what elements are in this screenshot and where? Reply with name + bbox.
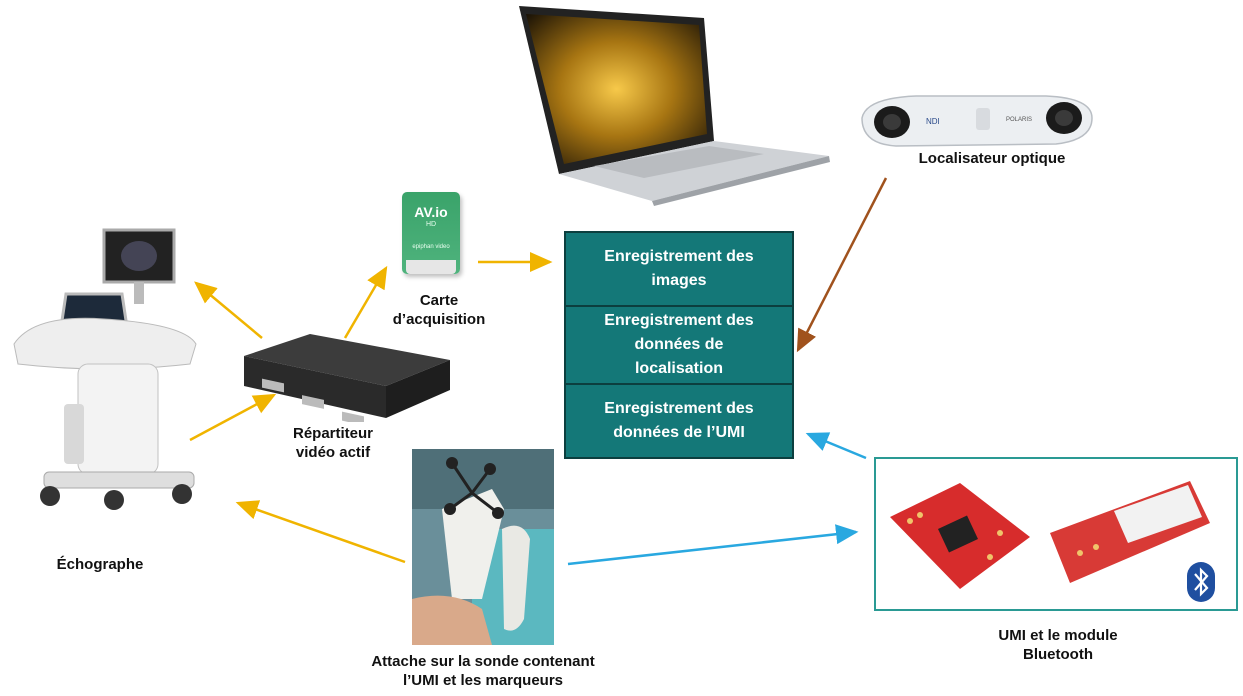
recording-loc-line3: localisation xyxy=(634,360,723,377)
arrow-attache-to-echo xyxy=(235,500,406,564)
video-splitter-icon xyxy=(244,334,450,422)
repartiteur-label-line2: vidéo actif xyxy=(295,444,371,461)
carte-label: Carte d’acquisition xyxy=(384,291,494,329)
recording-images-box: Enregistrement des images xyxy=(564,231,794,307)
recording-loc-line2: données de xyxy=(634,336,724,353)
umi-label-line2: Bluetooth xyxy=(1023,646,1093,663)
arrow-splitter-to-monitor xyxy=(194,281,263,339)
recording-loc-line1: Enregistrement des xyxy=(604,312,754,329)
localisateur-label: Localisateur optique xyxy=(918,150,1066,167)
card-logo-text: AV.io xyxy=(414,204,448,220)
echographe-label: Échographe xyxy=(56,556,144,573)
ultrasound-machine-icon xyxy=(13,228,197,510)
carte-label-line1: Carte xyxy=(419,292,459,309)
tracker-brand-text: NDI xyxy=(926,117,940,126)
capture-card-icon: AV.io HD epiphan video xyxy=(402,192,460,274)
recording-images-line2: images xyxy=(651,272,707,289)
arrow-splitter-to-card xyxy=(343,265,388,339)
arrow-bluetooth-to-recording xyxy=(805,432,867,460)
umi-label-line1: UMI et le module xyxy=(998,627,1118,644)
bluetooth-icon xyxy=(1187,562,1215,602)
card-sub-text: HD xyxy=(425,221,437,228)
carte-label-line2: d’acquisition xyxy=(392,311,486,328)
arrow-tracker-to-recording xyxy=(796,177,888,353)
repartiteur-label-line1: Répartiteur xyxy=(292,425,374,442)
attache-label-line1: Attache sur la sonde contenant xyxy=(371,653,595,670)
tracker-model-text: POLARIS xyxy=(1006,117,1032,123)
laptop-icon xyxy=(519,6,830,206)
probe-attachment-icon xyxy=(412,449,554,645)
umi-label: UMI et le module Bluetooth xyxy=(950,626,1166,664)
attache-label: Attache sur la sonde contenant l’UMI et … xyxy=(330,652,636,690)
recording-umi-line2: données de l’UMI xyxy=(613,424,745,441)
recording-images-line1: Enregistrement des xyxy=(604,248,754,265)
umi-frame xyxy=(874,457,1238,611)
recording-umi-box: Enregistrement des données de l’UMI xyxy=(564,383,794,459)
bluetooth-module-board-icon xyxy=(1050,481,1210,583)
recording-localisation-box: Enregistrement des données de localisation xyxy=(564,305,794,385)
repartiteur-label: Répartiteur vidéo actif xyxy=(268,424,398,462)
imu-board-icon xyxy=(890,483,1030,589)
card-brand-text: epiphan video xyxy=(412,244,450,250)
optical-tracker-icon: NDI POLARIS xyxy=(861,95,1093,147)
arrow-attache-to-umi xyxy=(567,524,859,566)
arrow-echo-to-splitter xyxy=(189,393,277,442)
attache-label-line2: l’UMI et les marqueurs xyxy=(402,672,564,689)
recording-umi-line1: Enregistrement des xyxy=(604,400,754,417)
